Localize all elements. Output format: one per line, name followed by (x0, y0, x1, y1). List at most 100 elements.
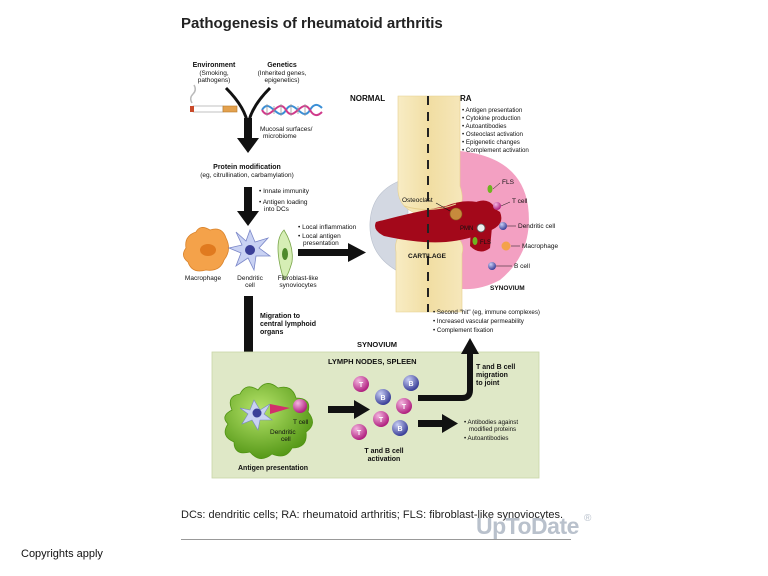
dendritic-cell (227, 228, 272, 272)
svg-text:T: T (379, 417, 384, 424)
divider (181, 539, 571, 540)
b-cell-3: B (392, 420, 408, 436)
antigen-presentation-label: Antigen presentation (238, 465, 308, 472)
svg-text:Mucosal surfaces/: Mucosal surfaces/ (260, 126, 313, 133)
svg-text:• Innate immunity: • Innate immunity (259, 188, 310, 195)
ra-feature-list: • Antigen presentation • Cytokine produc… (462, 107, 529, 154)
registered-mark: ® (584, 513, 592, 524)
migration-label: Migration to central lymphoid organs (260, 313, 316, 336)
dendritic-cell-label: Dendritic cell (518, 223, 556, 230)
svg-text:T and B cell: T and B cell (476, 364, 515, 371)
svg-text:central lymphoid: central lymphoid (260, 321, 316, 328)
protein-modification-label: Protein modification (eg, citrullination… (200, 164, 294, 179)
svg-text:T: T (359, 382, 364, 389)
svg-text:B: B (380, 395, 385, 402)
svg-text:Environment: Environment (193, 62, 236, 69)
svg-text:• Cytokine production: • Cytokine production (462, 115, 521, 122)
activation-label: T and B cell activation (364, 448, 403, 463)
antigen-presenting-dendritic-cell (224, 383, 313, 459)
dna-helix-icon (261, 103, 323, 117)
osteoclast-cell (435, 202, 463, 221)
joint-dendritic-cell (499, 222, 507, 230)
svg-text:epigenetics): epigenetics) (264, 77, 299, 84)
right-arrow-to-joint (298, 243, 366, 262)
svg-text:T: T (402, 404, 407, 411)
pmn-label: PMN (460, 226, 473, 232)
down-arrow-2 (237, 187, 259, 226)
synovium-joint-label: SYNOVIUM (490, 285, 525, 292)
svg-text:Protein modification: Protein modification (213, 164, 281, 171)
svg-text:presentation: presentation (303, 240, 339, 247)
svg-text:pathogens): pathogens) (198, 77, 231, 84)
svg-text:• Complement activation: • Complement activation (462, 147, 529, 154)
joint-b-cell (488, 262, 496, 270)
svg-text:(Smoking,: (Smoking, (199, 70, 228, 77)
apc-dendritic-label: Dendritic cell (270, 429, 296, 443)
svg-text:• Antigen loading: • Antigen loading (259, 199, 308, 206)
svg-text:organs: organs (260, 329, 283, 336)
t-cell-1: T (353, 376, 369, 392)
joint-t-cell (493, 202, 501, 210)
osteoclast-label: Osteoclast (402, 197, 433, 204)
migration-to-joint-label: T and B cell migration to joint (476, 364, 515, 387)
b-cell-label: B cell (514, 263, 530, 270)
svg-text:B: B (397, 426, 402, 433)
copyright-notice: Copyrights apply (21, 548, 103, 560)
joint-fls-cell (487, 185, 493, 193)
joint-cell-labels (492, 182, 520, 267)
svg-text:• Increased vascular permeabil: • Increased vascular permeability (433, 318, 525, 325)
fls-label: FLS (502, 179, 515, 186)
local-notes: • Local inflammation • Local antigen pre… (298, 224, 357, 247)
migration-to-joint-arrow (418, 338, 479, 401)
genetics-label: Genetics (Inherited genes, epigenetics) (258, 62, 307, 84)
apc-t-cell-label: T cell (293, 419, 309, 426)
svg-text:• Epigenetic changes: • Epigenetic changes (462, 139, 520, 146)
svg-text:migration: migration (476, 372, 508, 379)
svg-text:Migration to: Migration to (260, 313, 300, 320)
svg-text:• Antibodies against: • Antibodies against (464, 419, 518, 426)
svg-text:B: B (408, 381, 413, 388)
synovium-heading: SYNOVIUM (357, 340, 397, 349)
joint-macrophage-cell (501, 241, 511, 251)
svg-text:• Second "hit" (eg, immune com: • Second "hit" (eg, immune complexes) (433, 309, 540, 316)
svg-text:microbiome: microbiome (263, 133, 297, 140)
t-cell-label: T cell (512, 198, 528, 205)
mucosal-label: Mucosal surfaces/ microbiome (260, 126, 313, 140)
svg-text:• Local inflammation: • Local inflammation (298, 224, 357, 231)
svg-text:• Antigen presentation: • Antigen presentation (462, 107, 523, 114)
svg-text:• Osteoclast activation: • Osteoclast activation (462, 131, 524, 138)
svg-text:activation: activation (368, 456, 401, 463)
b-cell-2: B (375, 389, 391, 405)
pmn-cell (476, 223, 486, 233)
svg-text:• Autoantibodies: • Autoantibodies (464, 435, 508, 442)
cigarette-icon (189, 84, 238, 113)
antibodies-notes: • Antibodies against modified proteins •… (464, 419, 518, 442)
svg-text:• Autoantibodies: • Autoantibodies (462, 123, 506, 130)
svg-text:(Inherited genes,: (Inherited genes, (258, 70, 307, 77)
footnote: DCs: dendritic cells; RA: rheumatoid art… (181, 509, 564, 521)
arrow-to-activation (328, 400, 370, 419)
ra-label: RA (460, 94, 472, 103)
svg-text:cell: cell (245, 282, 255, 289)
fls-inner-label: FLS (480, 240, 491, 246)
svg-text:Dendritic: Dendritic (270, 429, 296, 436)
svg-text:Dendritic: Dendritic (237, 275, 263, 282)
fls-cell-inner (472, 237, 478, 245)
figure-title: Pathogenesis of rheumatoid arthritis (181, 15, 443, 32)
t-cell-2: T (396, 398, 412, 414)
innate-notes: • Innate immunity • Antigen loading into… (259, 188, 310, 213)
arrow-to-antibodies (418, 414, 458, 433)
svg-text:T: T (357, 430, 362, 437)
svg-text:to joint: to joint (476, 380, 500, 387)
uptodate-watermark: UpToDate (476, 513, 579, 539)
cartilage-label: CARTILAGE (408, 253, 447, 260)
svg-text:• Complement fixation: • Complement fixation (433, 327, 494, 334)
macrophage-label: Macrophage (185, 275, 222, 282)
t-cell-3: T (373, 411, 389, 427)
svg-text:synoviocytes: synoviocytes (279, 282, 317, 289)
second-hit-notes: • Second "hit" (eg, immune complexes) • … (433, 309, 540, 334)
fibroblast-label: Fibroblast-like synoviocytes (278, 275, 319, 289)
down-arrow-1 (237, 118, 259, 153)
b-cell-1: B (403, 375, 419, 391)
